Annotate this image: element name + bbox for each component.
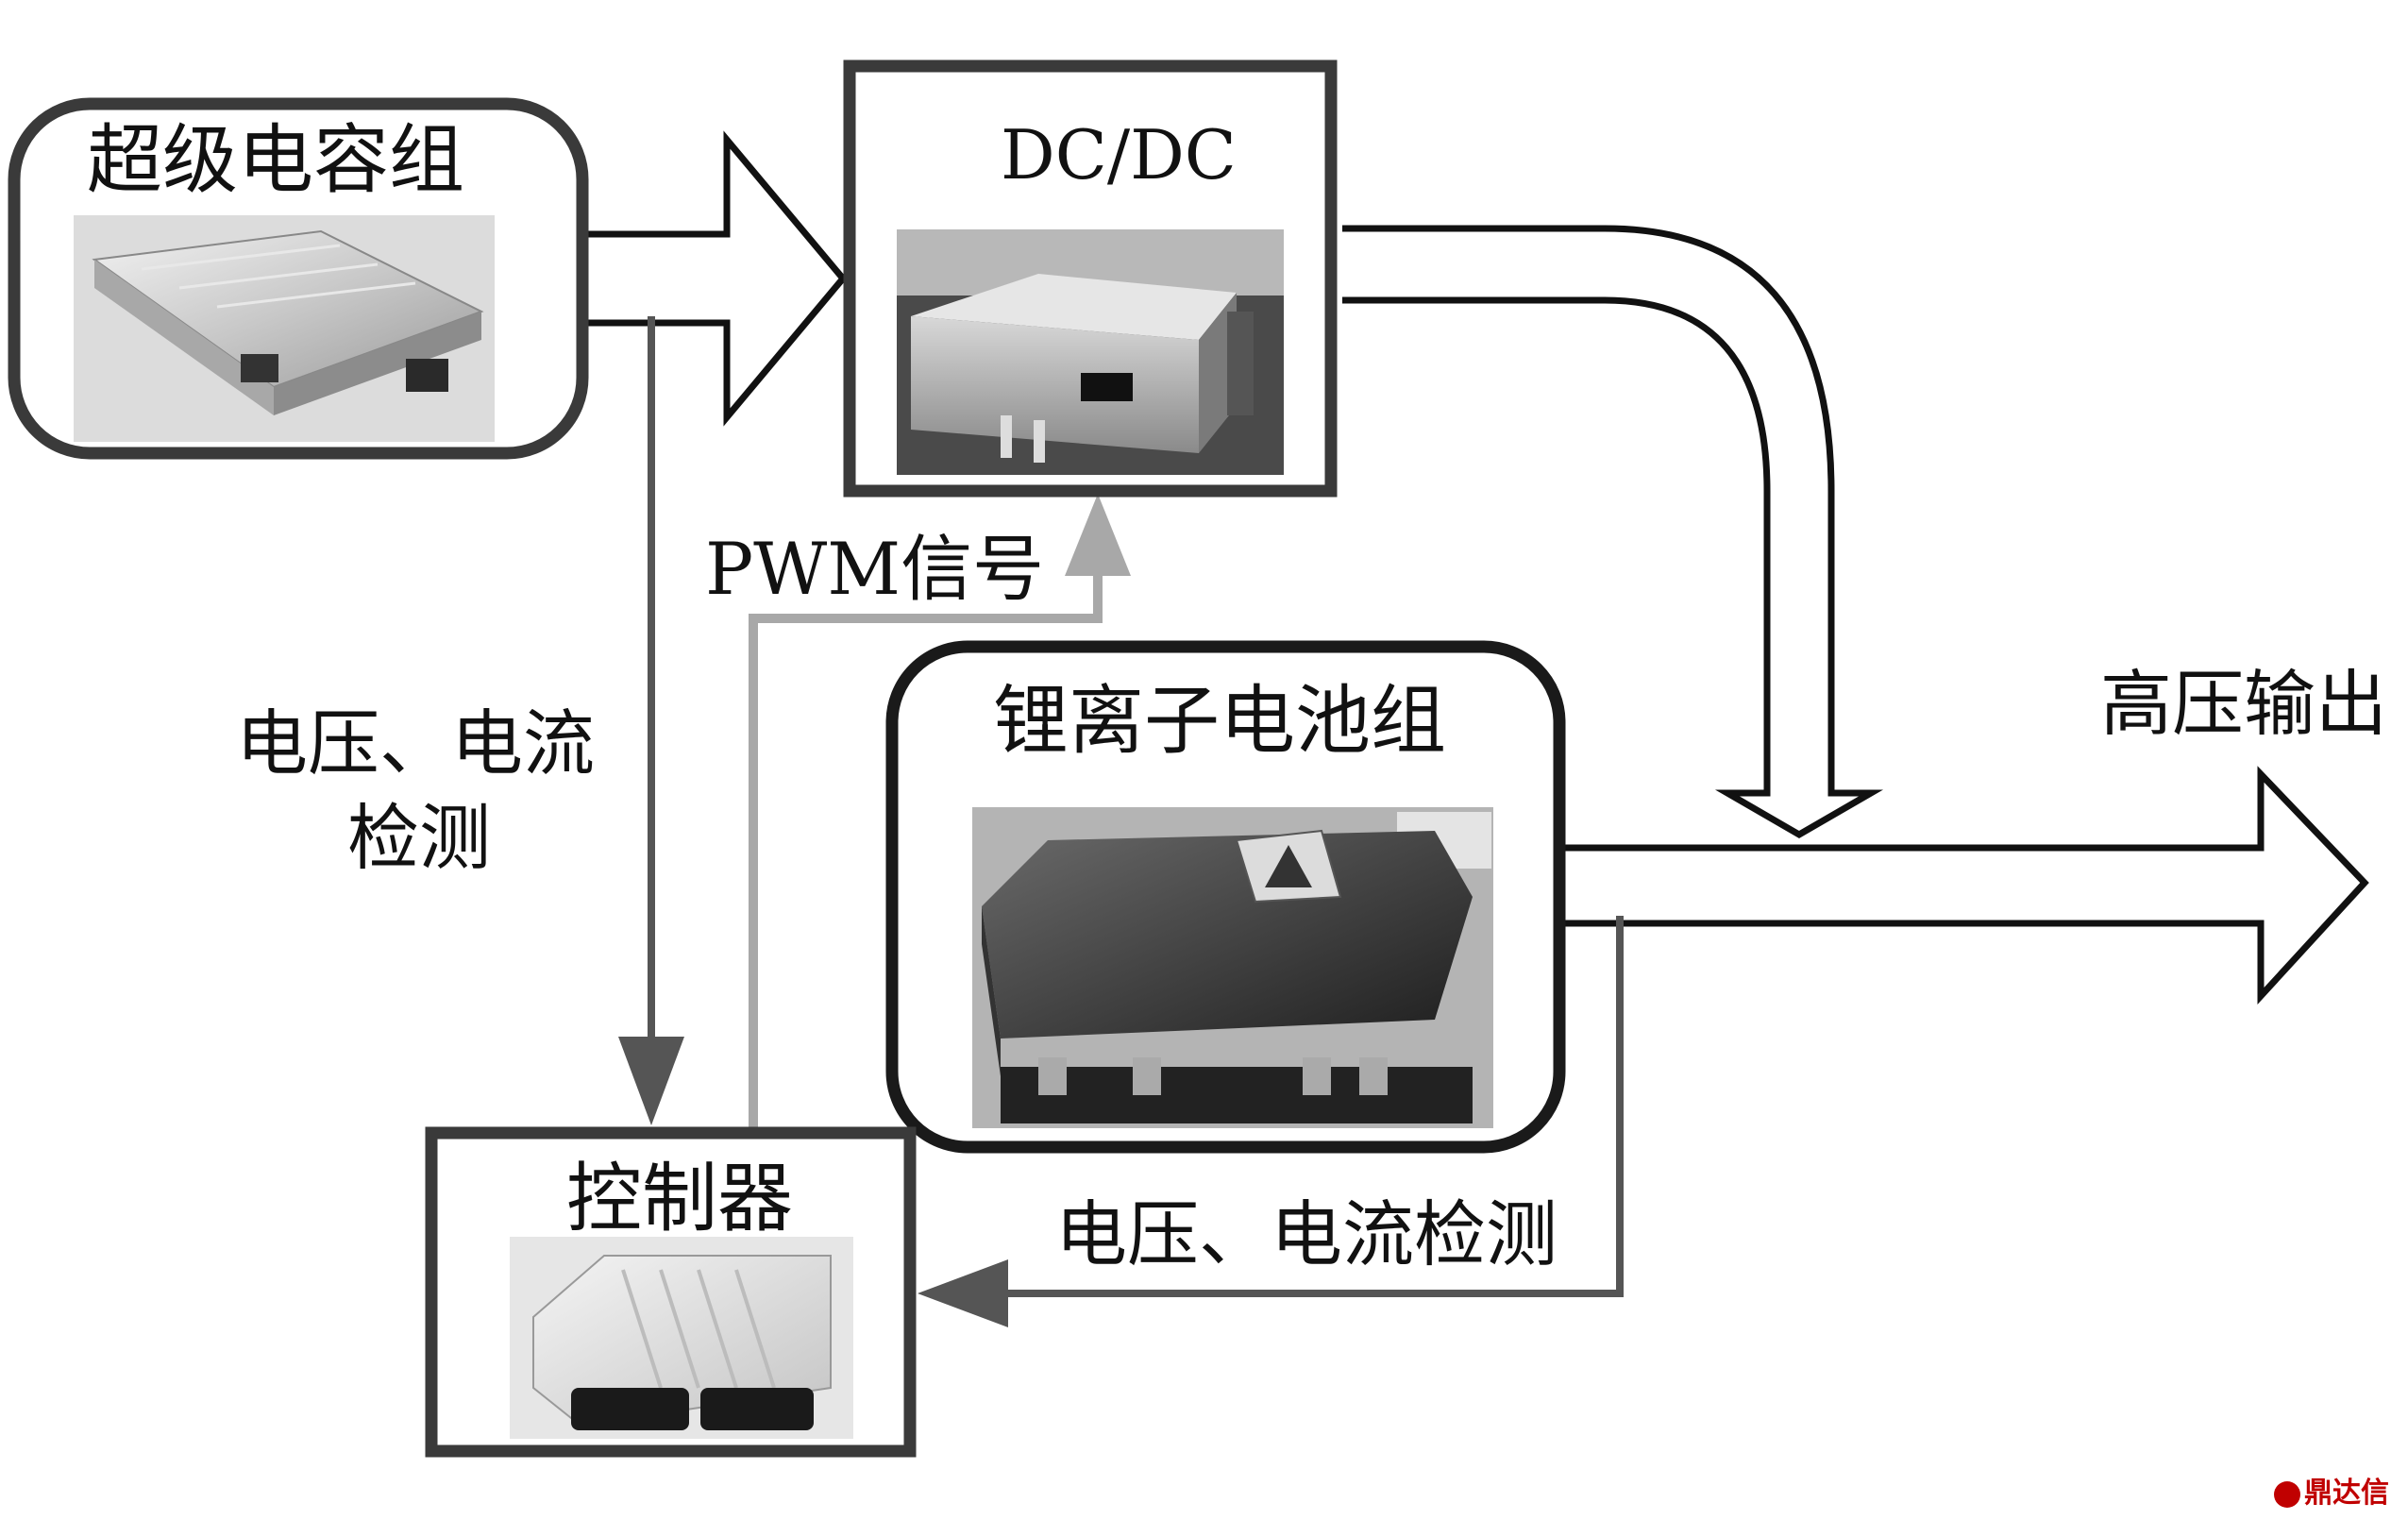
dcdc-converter-photo xyxy=(897,229,1284,475)
pwm-signal-line xyxy=(749,562,1103,1129)
watermark-circle-icon xyxy=(2274,1480,2300,1508)
hv-output-arrow xyxy=(1562,766,2369,1005)
supercap-detect-label-line2: 检测 xyxy=(347,796,491,880)
lithium-battery-pack-photo xyxy=(972,807,1493,1128)
pwm-signal-arrowhead xyxy=(1065,494,1131,576)
supercapacitor-module-photo xyxy=(74,215,495,442)
dcdc-title: DC/DC xyxy=(1001,115,1237,194)
watermark-logo: 鼎达信 xyxy=(2274,1469,2389,1511)
supercap-detect-arrowhead xyxy=(618,1037,684,1125)
dcdc-to-bus-curved-arrow xyxy=(1342,225,1884,839)
pwm-signal-label: PWM信号 xyxy=(705,527,1045,611)
controller-title: 控制器 xyxy=(566,1155,793,1242)
supercap-detect-label-line1: 电压、电流 xyxy=(236,701,595,785)
battery-detect-arrowhead xyxy=(918,1259,1008,1327)
watermark-text: 鼎达信 xyxy=(2304,1477,2389,1510)
supercap-title: 超级电容组 xyxy=(87,116,464,204)
supercap-to-dcdc-arrow xyxy=(583,130,848,427)
controller-unit-photo xyxy=(510,1237,853,1439)
battery-title: 锂离子电池组 xyxy=(993,677,1446,765)
battery-detect-line xyxy=(996,916,1624,1297)
battery-detect-label: 电压、电流检测 xyxy=(1055,1192,1558,1276)
hv-output-label: 高压输出 xyxy=(2100,662,2387,746)
